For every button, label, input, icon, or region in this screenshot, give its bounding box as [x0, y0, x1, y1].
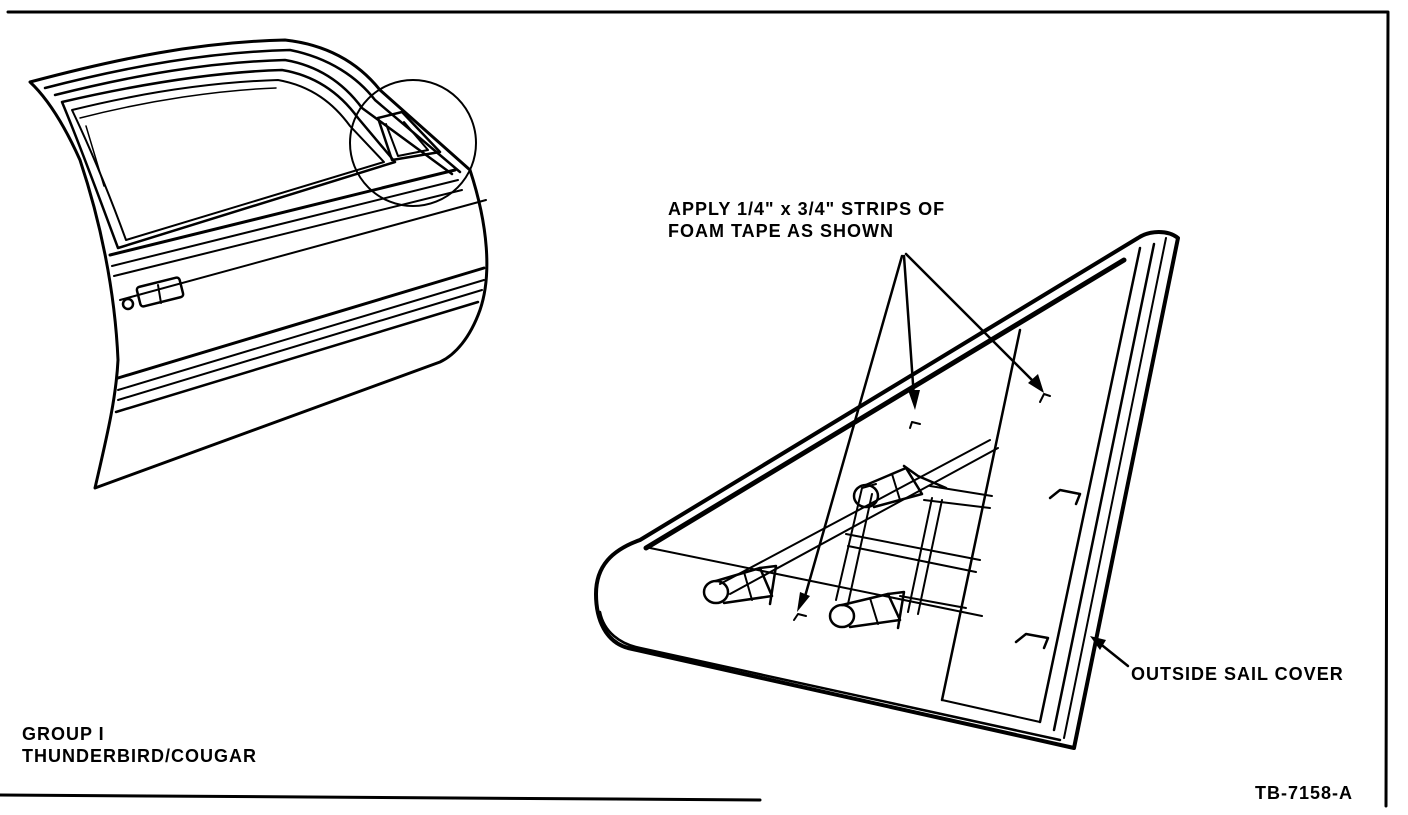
figure-id: TB-7158-A: [1255, 783, 1354, 803]
foam-tape-leaders: [797, 252, 1044, 612]
foam-tape-mark-right: [1039, 393, 1051, 403]
foam-tape-mark-left: [793, 613, 807, 621]
sail-cover-illustration: [594, 230, 1180, 750]
outside-sail-cover-label: OUTSIDE SAIL COVER: [1131, 664, 1344, 684]
stud-left: [702, 564, 778, 606]
stud-upper: [852, 464, 948, 509]
stud-center: [828, 590, 906, 630]
group-line-1: GROUP I: [22, 724, 105, 744]
foam-tape-instruction: APPLY 1/4" x 3/4" STRIPS OF FOAM TAPE AS…: [668, 198, 945, 242]
sail-cover-leader: [1090, 636, 1130, 668]
detail-circle: [349, 79, 477, 207]
frame-border: [0, 10, 1390, 808]
door-illustration: [28, 38, 489, 490]
instruction-line-1: APPLY 1/4" x 3/4" STRIPS OF: [668, 199, 946, 219]
instruction-line-2: FOAM TAPE AS SHOWN: [668, 221, 894, 241]
vehicle-group-label: GROUP I THUNDERBIRD/COUGAR: [22, 723, 257, 767]
group-line-2: THUNDERBIRD/COUGAR: [22, 746, 257, 766]
foam-tape-mark-center: [909, 421, 921, 429]
